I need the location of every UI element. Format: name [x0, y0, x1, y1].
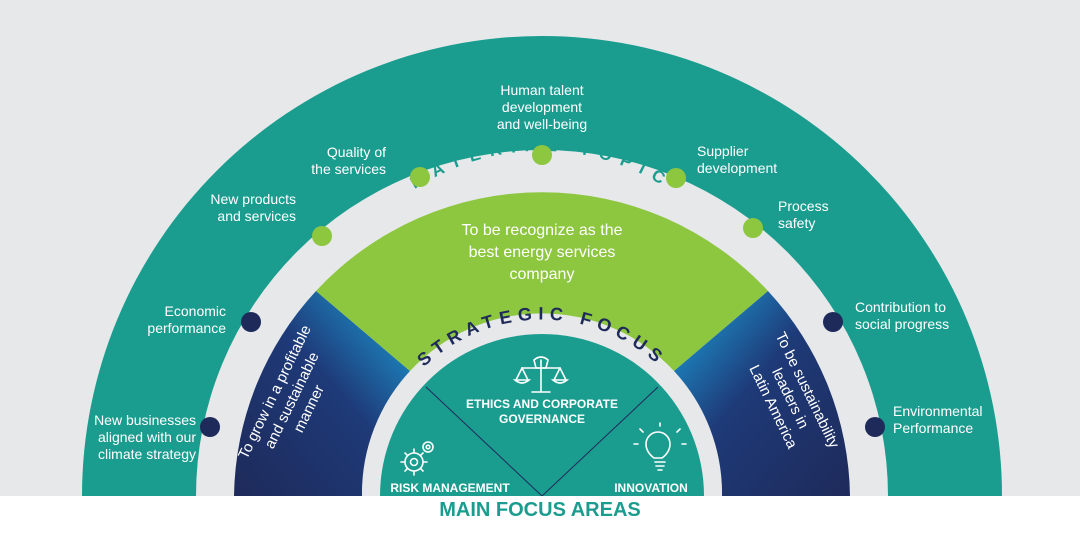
- topic-dot-environmental: [865, 417, 885, 437]
- topic-dot-new-businesses: [200, 417, 220, 437]
- topic-label-process-safety: Process safety: [778, 198, 829, 231]
- segment-band-left: [234, 291, 410, 496]
- topic-label-economic-performance: Economic performance: [147, 303, 226, 336]
- topic-dot-human-talent: [532, 145, 552, 165]
- scales-icon: [512, 356, 570, 393]
- segment-band-green: [316, 192, 768, 371]
- lightbulb-icon: [633, 422, 687, 471]
- segment-band-right: [674, 291, 850, 496]
- topic-dot-supplier: [666, 168, 686, 188]
- topic-label-social-progress: Contribution to social progress: [855, 299, 950, 332]
- gear-icon: [400, 441, 434, 476]
- green-segment-text: To be recognize as the best energy servi…: [461, 222, 623, 283]
- topic-dot-quality: [410, 167, 430, 187]
- inner-teal-disc: [380, 334, 704, 496]
- divider-line-left: [425, 386, 543, 497]
- topic-label-supplier: Supplier development: [697, 143, 778, 176]
- topic-label-environmental: Environmental Performance: [893, 403, 983, 436]
- focus-area-risk-management: RISK MANAGEMENT: [390, 481, 510, 495]
- topic-label-quality: Quality of the services: [311, 144, 386, 177]
- focus-area-ethics: ETHICS AND CORPORATE GOVERNANCE: [465, 397, 618, 426]
- divider-line-right: [541, 386, 659, 497]
- topic-dot-economic-performance: [241, 312, 261, 332]
- topic-label-new-businesses: New businesses aligned with our climate …: [94, 412, 196, 462]
- topic-dot-social-progress: [823, 312, 843, 332]
- topic-dot-new-products: [312, 226, 332, 246]
- base-strip: [0, 496, 1080, 541]
- topic-label-new-products: New products and services: [210, 191, 296, 224]
- topic-label-human-talent: Human talent development and well-being: [496, 82, 588, 132]
- topic-dot-process-safety: [743, 218, 763, 238]
- focus-area-innovation: INNOVATION: [614, 481, 688, 495]
- main-focus-areas-title: MAIN FOCUS AREAS: [439, 499, 641, 521]
